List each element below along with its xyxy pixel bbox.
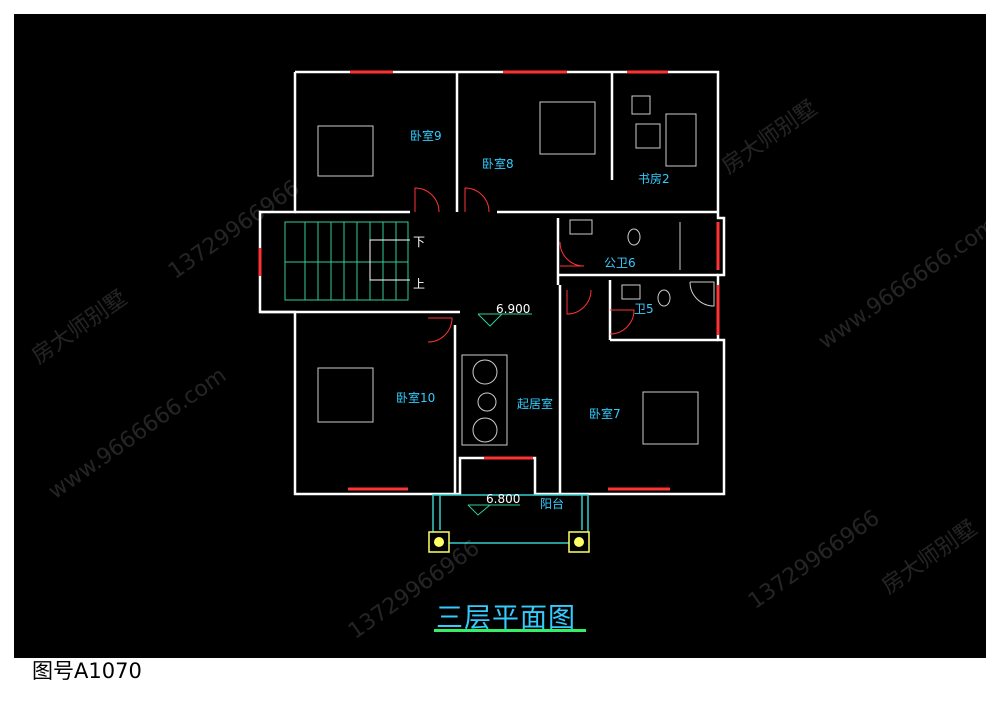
label-bedroom10: 卧室10 [396, 390, 435, 405]
floor-plan: 卧室9 卧室8 书房2 公卫6 卫5 卧室10 起居室 卧室7 阳台 下 上 6… [258, 70, 726, 553]
label-balcony: 阳台 [540, 496, 564, 511]
bed-10 [317, 367, 374, 423]
door-bed9 [414, 187, 440, 213]
label-bedroom9: 卧室9 [410, 128, 442, 143]
label-study2: 书房2 [638, 171, 670, 186]
coffee-table [477, 392, 497, 412]
label-bedroom8: 卧室8 [482, 156, 514, 171]
title-underline [434, 629, 586, 632]
label-bath5: 卫5 [634, 302, 654, 316]
stair-arrow [369, 239, 410, 281]
stair-up-label: 上 [413, 277, 425, 291]
label-public-bath6: 公卫6 [604, 256, 636, 270]
drawing-canvas: 卧室9 卧室8 书房2 公卫6 卫5 卧室10 起居室 卧室7 阳台 下 上 6… [14, 14, 1000, 658]
door-bath6 [559, 241, 585, 267]
living-table [461, 354, 508, 446]
elevation-lower: 6.800 [486, 492, 520, 506]
plan-title: 三层平面图 [436, 603, 576, 634]
shower [689, 281, 715, 307]
outer-wall [258, 70, 726, 496]
chair-2 [472, 417, 498, 443]
label-bedroom7: 卧室7 [589, 406, 621, 421]
toilet-6 [627, 228, 641, 246]
label-living: 起居室 [517, 396, 553, 411]
door-bed8 [464, 187, 490, 213]
door-bed10 [427, 317, 453, 343]
chair-1 [472, 359, 498, 385]
door-bath5 [609, 309, 635, 335]
toilet-5 [657, 289, 671, 307]
bed-7 [642, 391, 699, 445]
elevation-upper: 6.900 [496, 302, 530, 316]
chair [635, 123, 661, 149]
drawing-number: 图号A1070 [32, 659, 142, 683]
desk [665, 113, 697, 167]
bed-9 [317, 125, 374, 177]
stair-treads [304, 222, 397, 300]
sink-5 [621, 284, 641, 300]
stair-outline [284, 221, 409, 301]
bed-8 [539, 101, 596, 155]
stair-down-label: 下 [413, 235, 425, 249]
door-bed7 [566, 289, 592, 315]
balcony-rail [432, 494, 589, 544]
sink-6 [569, 219, 593, 235]
study-cabinet [631, 95, 651, 115]
